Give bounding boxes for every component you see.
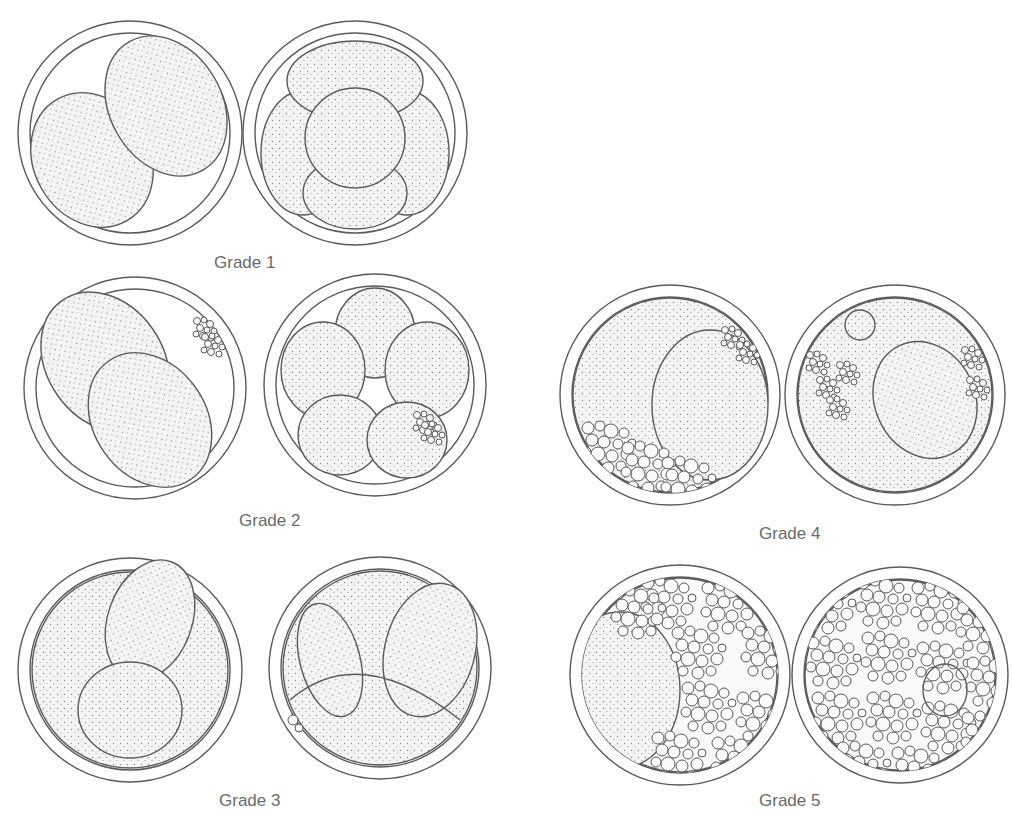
grade-label: Grade 1 xyxy=(214,253,275,273)
grade-label: Grade 3 xyxy=(219,791,280,811)
grade-label: Grade 5 xyxy=(759,791,820,811)
grade-label: Grade 4 xyxy=(759,524,820,544)
grade-label: Grade 2 xyxy=(239,511,300,531)
